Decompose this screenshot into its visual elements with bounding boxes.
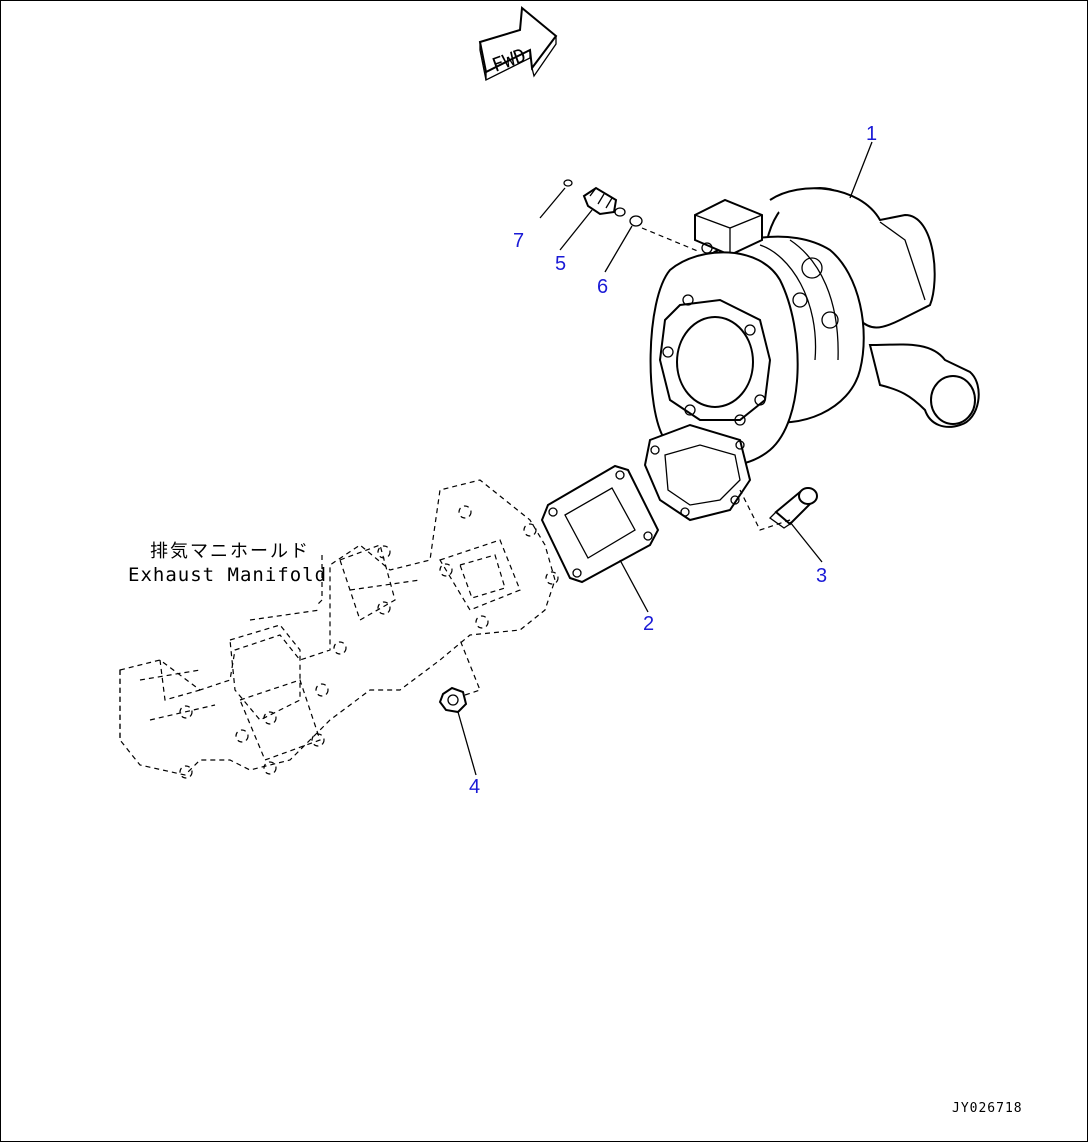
manifold-label-jp: 排気マニホールド [150, 541, 310, 562]
leader-lines [457, 141, 873, 776]
o-ring-drawing [629, 215, 643, 227]
callout-4: 4 [469, 776, 480, 798]
callout-1: 1 [866, 123, 877, 145]
small-o-ring-drawing [563, 179, 573, 187]
drawing-code: JY026718 [952, 1101, 1023, 1116]
callout-7: 7 [513, 230, 524, 252]
bolt-drawing [768, 487, 818, 529]
callout-5: 5 [555, 253, 566, 275]
manifold-label-en: Exhaust Manifold [128, 564, 327, 586]
nut-drawing [438, 686, 468, 714]
sensor-fitting-drawing [582, 186, 626, 217]
callout-2: 2 [643, 613, 654, 635]
gasket-drawing [540, 464, 660, 584]
fwd-arrow-icon [478, 6, 558, 82]
callout-3: 3 [816, 565, 827, 587]
turbocharger-drawing [643, 187, 980, 522]
exhaust-manifold-drawing [119, 479, 559, 779]
callout-6: 6 [597, 276, 608, 298]
